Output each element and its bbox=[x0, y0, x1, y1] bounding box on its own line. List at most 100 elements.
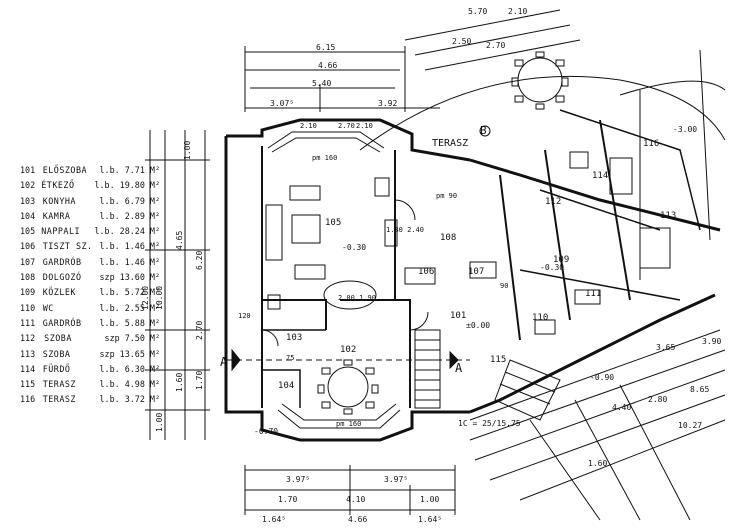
legend-area: l.b. 5.88 M² bbox=[99, 317, 160, 328]
legend-area: l.b. 5.72 M² bbox=[99, 287, 160, 298]
legend-num: 104 bbox=[20, 210, 36, 221]
dim-left-9: 1.00 bbox=[155, 413, 164, 432]
dim-left-4: 10.00 bbox=[155, 286, 164, 310]
label-90: 90 bbox=[500, 282, 508, 290]
legend-num: 114 bbox=[20, 363, 36, 374]
dim-left-2: 4.65 bbox=[175, 231, 184, 250]
legend-num: 107 bbox=[20, 256, 36, 267]
dim-top-4: 3.07⁵ bbox=[270, 99, 294, 108]
legend-name: TERASZ bbox=[42, 394, 76, 405]
legend-area: szp 7.50 M² bbox=[104, 333, 160, 344]
room-101: 101 bbox=[450, 311, 466, 321]
legend-num: 109 bbox=[20, 287, 36, 298]
dim-top-8: 2.10 bbox=[356, 122, 373, 130]
dim-bottom-7: 4.66 bbox=[348, 515, 367, 524]
legend-name: FÜRDŐ bbox=[42, 363, 71, 374]
label-pm90: pm 90 bbox=[436, 192, 457, 200]
level-lower: -0.90 bbox=[590, 373, 614, 382]
legend-row: 116 TERASZ l.b. 3.72 M² bbox=[20, 392, 160, 407]
dim-top-7: 2.10 bbox=[300, 122, 317, 130]
legend-num: 112 bbox=[20, 333, 36, 344]
dim-bottom-4: 4.10 bbox=[346, 495, 365, 504]
legend-area: l.b. 3.72 M² bbox=[99, 394, 160, 405]
legend-num: 105 bbox=[20, 226, 36, 237]
dim-left-5: 12.00 bbox=[141, 286, 150, 310]
dim-right-7: 1.60 bbox=[588, 459, 607, 468]
legend-area: l.b. 19.80 M² bbox=[94, 180, 160, 191]
room-103: 103 bbox=[286, 333, 302, 343]
level-outside: -0.70 bbox=[254, 427, 278, 436]
legend-name: TISZT SZ. bbox=[42, 241, 93, 252]
dim-right-2: 3.90 bbox=[702, 337, 721, 346]
level-terrace: -3.00 bbox=[673, 125, 697, 134]
legend-row: 109 KÖZLEK l.b. 5.72 M² bbox=[20, 285, 160, 300]
terasz-label: TERASZ bbox=[432, 138, 468, 149]
room-110: 110 bbox=[532, 313, 548, 323]
legend-name: DOLGOZÓ bbox=[42, 272, 82, 283]
dim-top-right-1: 5.70 bbox=[468, 7, 487, 16]
legend-num: 116 bbox=[20, 394, 36, 405]
room-109: 109 bbox=[553, 255, 569, 265]
legend-name: ÉTKEZŐ bbox=[41, 180, 75, 191]
legend-area: l.b. 4.98 M² bbox=[99, 379, 160, 390]
room-105: 105 bbox=[325, 218, 341, 228]
dim-right-3: 2.80 bbox=[648, 395, 667, 404]
legend-name: SZOBA bbox=[42, 348, 71, 359]
legend-area: l.b. 1.46 M² bbox=[99, 241, 160, 252]
label-pm160-bottom: pm 160 bbox=[336, 420, 361, 428]
dim-left-7: 1.70 bbox=[195, 371, 204, 390]
dim-right-4: 4.40 bbox=[612, 403, 631, 412]
legend-row: 115 TERASZ l.b. 4.98 M² bbox=[20, 377, 160, 392]
legend-area: szp 13.65 M² bbox=[99, 348, 160, 359]
legend-row: 112 SZOBA szp 7.50 M² bbox=[20, 331, 160, 346]
legend-area: l.b. 2.55 M² bbox=[99, 302, 160, 313]
legend-name: TERASZ bbox=[42, 379, 76, 390]
legend-name: NAPPALI bbox=[41, 226, 81, 237]
dim-bottom-6: 1.64⁵ bbox=[262, 515, 286, 524]
room-116: 116 bbox=[643, 139, 659, 149]
legend-area: l.b. 28.24 M² bbox=[94, 226, 160, 237]
stair-note: 1C = 25/15.75 bbox=[458, 419, 521, 428]
room-106: 106 bbox=[418, 267, 434, 277]
legend-name: KAMRA bbox=[42, 210, 71, 221]
dim-left-1: 1.00 bbox=[183, 141, 192, 160]
dim-bottom-1: 3.97⁵ bbox=[286, 475, 310, 484]
room-111: 111 bbox=[585, 289, 601, 299]
dim-bottom-5: 1.00 bbox=[420, 495, 439, 504]
dim-left-3: 6.20 bbox=[195, 251, 204, 270]
label-door-180: 1.80 2.40 bbox=[386, 226, 424, 234]
legend-num: 108 bbox=[20, 272, 36, 283]
dim-left-6: 2.70 bbox=[195, 321, 204, 340]
level-bath: -0.30 bbox=[540, 263, 564, 272]
legend-area: l.b. 1.46 M² bbox=[99, 256, 160, 267]
dim-top-right-3: 2.70 bbox=[486, 41, 505, 50]
label-75: 75 bbox=[286, 354, 294, 362]
room-107: 107 bbox=[468, 267, 484, 277]
legend-num: 101 bbox=[20, 165, 36, 175]
legend-name: KÖZLEK bbox=[42, 287, 76, 298]
dim-top-right-4: 2.10 bbox=[508, 7, 527, 16]
legend-name: SZOBA bbox=[44, 333, 72, 344]
section-a-left: A bbox=[220, 355, 228, 369]
legend-num: 102 bbox=[20, 180, 36, 191]
dim-bottom-2: 3.97⁵ bbox=[384, 475, 408, 484]
room-113: 113 bbox=[660, 211, 676, 221]
dim-bottom-8: 1.64⁵ bbox=[418, 515, 442, 524]
legend-num: 115 bbox=[20, 379, 36, 390]
legend-num: 113 bbox=[20, 348, 36, 359]
level-entry: ±0.00 bbox=[466, 321, 490, 330]
dim-top-right-2: 2.50 bbox=[452, 37, 471, 46]
legend-num: 110 bbox=[20, 302, 36, 313]
dim-top-3: 5.40 bbox=[312, 79, 331, 88]
legend-name: ELŐSZOBA bbox=[42, 165, 88, 175]
room-108: 108 bbox=[440, 233, 456, 243]
room-112: 112 bbox=[545, 197, 561, 207]
legend-num: 103 bbox=[20, 195, 36, 206]
